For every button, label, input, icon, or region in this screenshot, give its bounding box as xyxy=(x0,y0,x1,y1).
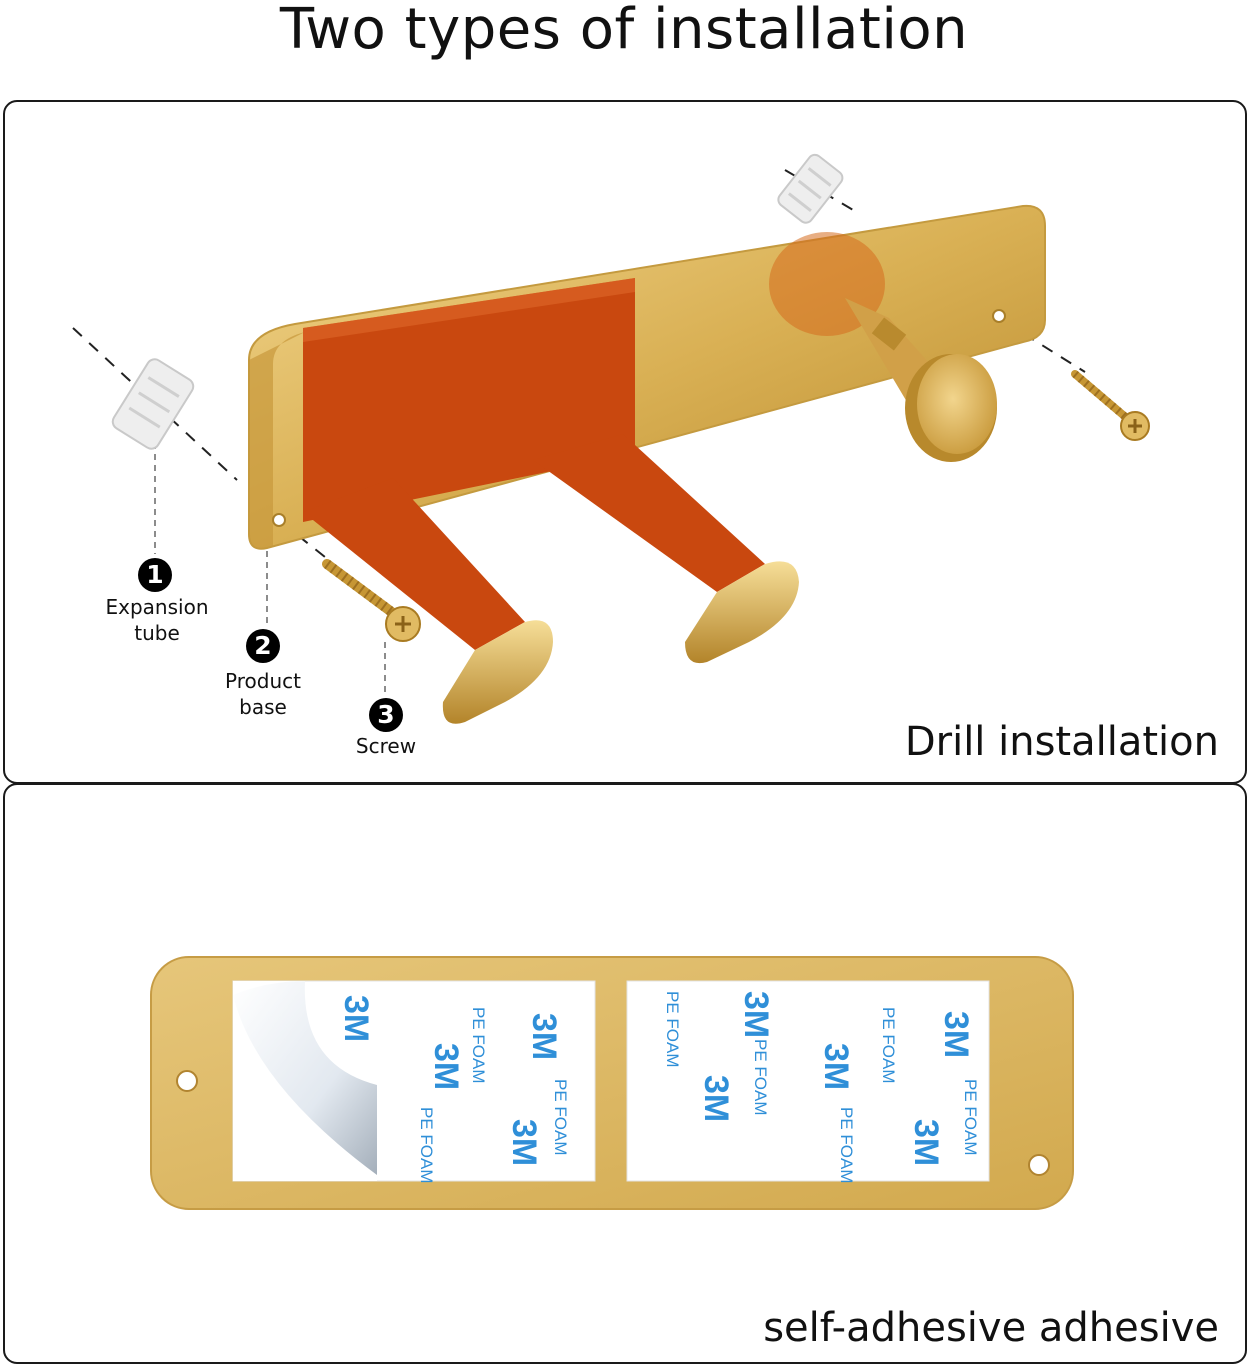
screw-right xyxy=(1071,370,1150,441)
adhesive-installation-panel: 3M 3M 3M 3M PE FOAM PE FOAM PE FOAM 3M 3… xyxy=(3,783,1247,1364)
product-base-label: Product base xyxy=(225,669,301,719)
svg-text:3M: 3M xyxy=(697,1075,735,1122)
svg-text:PE FOAM: PE FOAM xyxy=(551,1079,570,1156)
tape-brand-mark: 3M xyxy=(337,995,375,1042)
svg-text:PE FOAM: PE FOAM xyxy=(663,991,682,1068)
round-peg-hook xyxy=(845,298,997,462)
svg-text:3M: 3M xyxy=(505,1119,543,1166)
page-title: Two types of installation xyxy=(279,0,969,62)
part-number-badge: 1 xyxy=(138,558,172,592)
part-number-badge: 2 xyxy=(246,629,280,663)
screw-left xyxy=(322,559,421,642)
foam-tape-left: 3M 3M 3M 3M PE FOAM PE FOAM PE FOAM xyxy=(232,980,596,1184)
adhesive-installation-caption: self-adhesive adhesive xyxy=(763,1305,1219,1351)
expansion-tube-label: Expansion tube xyxy=(105,595,209,645)
svg-text:3M: 3M xyxy=(427,1043,465,1090)
drill-installation-caption: Drill installation xyxy=(904,719,1219,765)
part-number-badge: 3 xyxy=(369,698,403,732)
callout-lines xyxy=(154,432,386,694)
svg-text:PE FOAM: PE FOAM xyxy=(837,1107,856,1184)
svg-text:3M: 3M xyxy=(937,1011,975,1058)
svg-text:3M: 3M xyxy=(907,1119,945,1166)
hook-right xyxy=(533,434,799,664)
svg-text:PE FOAM: PE FOAM xyxy=(961,1079,980,1156)
svg-text:PE FOAM: PE FOAM xyxy=(417,1107,436,1184)
svg-text:PE FOAM: PE FOAM xyxy=(751,1039,770,1116)
adhesive-installation-illustration: 3M 3M 3M 3M PE FOAM PE FOAM PE FOAM 3M 3… xyxy=(150,956,1074,1210)
expansion-tube-left xyxy=(111,358,195,450)
svg-text:PE FOAM: PE FOAM xyxy=(879,1007,898,1084)
drill-installation-panel: 1 Expansion tube 2 Product base 3 Screw … xyxy=(3,100,1247,784)
svg-text:3M: 3M xyxy=(737,991,775,1038)
svg-text:3M: 3M xyxy=(817,1043,855,1090)
foam-tape-right: 3M 3M 3M 3M 3M PE FOAM PE FOAM PE FOAM P… xyxy=(626,980,990,1184)
screw-label: Screw xyxy=(355,734,417,758)
svg-text:PE FOAM: PE FOAM xyxy=(469,1007,488,1084)
svg-text:3M: 3M xyxy=(525,1013,563,1060)
hook-left xyxy=(303,478,553,724)
drill-installation-illustration xyxy=(72,153,1150,724)
expansion-tube-right xyxy=(777,153,844,224)
